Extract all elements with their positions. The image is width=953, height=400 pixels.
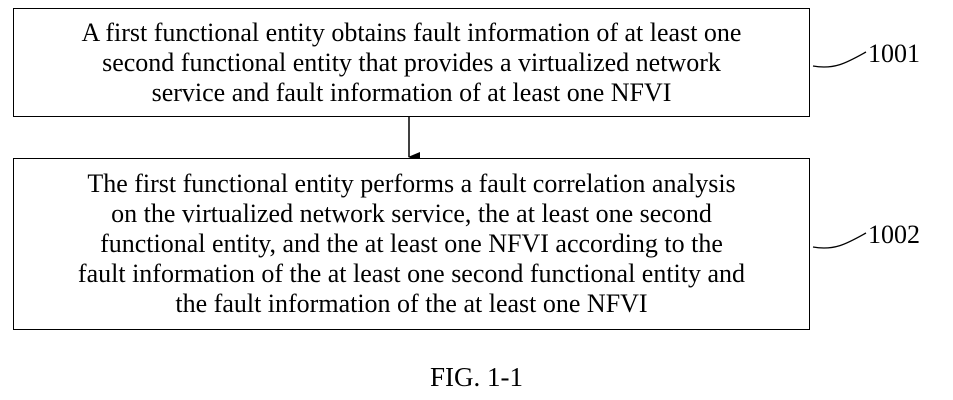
leader-line-1001 — [812, 51, 867, 68]
step-box-1002: The first functional entity performs a f… — [13, 158, 810, 330]
step-ref-label-1001: 1001 — [868, 39, 920, 68]
step-text-line: service and fault information of at leas… — [151, 77, 672, 107]
step-text-line: A first functional entity obtains fault … — [81, 17, 742, 47]
step-text-line: the fault information of the at least on… — [175, 289, 648, 318]
step-ref-label-1002: 1002 — [868, 220, 920, 249]
step-box-1001: A first functional entity obtains fault … — [13, 8, 810, 117]
leader-line-1002 — [812, 232, 867, 249]
step-text-line: on the virtualized network service, the … — [111, 199, 712, 228]
step-text-line: fault information of the at least one se… — [77, 259, 746, 288]
step-text-line: second functional entity that provides a… — [102, 47, 721, 77]
figure-caption: FIG. 1-1 — [430, 362, 523, 392]
step-text-line: The first functional entity performs a f… — [87, 169, 736, 198]
step-text-line: functional entity, and the at least one … — [100, 229, 723, 258]
